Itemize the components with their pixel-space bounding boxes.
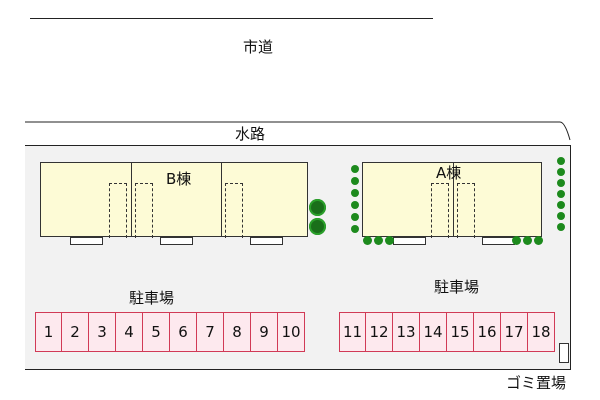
parking-space: 16 <box>474 312 501 352</box>
parking-space: 18 <box>528 312 555 352</box>
tree-icon <box>309 218 326 235</box>
tree-icon <box>351 225 359 233</box>
garbage-box <box>559 343 569 363</box>
balcony <box>70 237 103 245</box>
unit-divider <box>453 163 454 236</box>
parking-space: 3 <box>89 312 116 352</box>
parking-space: 8 <box>224 312 251 352</box>
parking-space: 17 <box>501 312 528 352</box>
parking-space: 7 <box>197 312 224 352</box>
parking-space: 2 <box>62 312 89 352</box>
tree-icon <box>351 213 359 221</box>
balcony <box>393 237 426 245</box>
balcony <box>160 237 193 245</box>
parking-space: 13 <box>393 312 420 352</box>
stair-outline <box>225 183 243 238</box>
building-a-label: A棟 <box>436 164 462 182</box>
tree-icon <box>557 223 565 231</box>
stair-outline <box>431 183 449 238</box>
parking-space: 9 <box>251 312 278 352</box>
tree-icon <box>351 189 359 197</box>
building-b-label: B棟 <box>166 170 192 188</box>
tree-icon <box>557 201 565 209</box>
tree-icon <box>557 212 565 220</box>
tree-icon <box>512 236 521 245</box>
parking-space: 4 <box>116 312 143 352</box>
tree-icon <box>309 199 326 216</box>
balcony <box>250 237 283 245</box>
parking-space: 15 <box>447 312 474 352</box>
parking-space: 11 <box>339 312 366 352</box>
stair-outline <box>135 183 153 238</box>
building-a <box>362 162 542 238</box>
waterway-label: 水路 <box>235 125 266 143</box>
tree-icon <box>557 179 565 187</box>
parking-space: 10 <box>278 312 305 352</box>
tree-icon <box>534 236 543 245</box>
building-b <box>40 162 308 238</box>
parking-right-label: 駐車場 <box>434 278 480 296</box>
parking-space: 14 <box>420 312 447 352</box>
tree-icon <box>351 201 359 209</box>
tree-icon <box>557 190 565 198</box>
tree-icon <box>374 236 383 245</box>
tree-icon <box>363 236 372 245</box>
balcony <box>482 237 515 245</box>
unit-divider <box>221 163 222 236</box>
parking-space: 1 <box>35 312 62 352</box>
parking-space: 6 <box>170 312 197 352</box>
parking-space: 12 <box>366 312 393 352</box>
stair-outline <box>457 183 475 238</box>
parking-space: 5 <box>143 312 170 352</box>
city-road-line <box>30 18 433 19</box>
parking-left-label: 駐車場 <box>129 289 175 307</box>
unit-divider <box>131 163 132 236</box>
stair-outline <box>109 183 127 238</box>
tree-icon <box>557 157 565 165</box>
garbage-label: ゴミ置場 <box>506 374 567 392</box>
tree-icon <box>385 236 394 245</box>
tree-icon <box>557 168 565 176</box>
tree-icon <box>351 165 359 173</box>
tree-icon <box>351 177 359 185</box>
tree-icon <box>523 236 532 245</box>
city-road-label: 市道 <box>243 38 274 56</box>
